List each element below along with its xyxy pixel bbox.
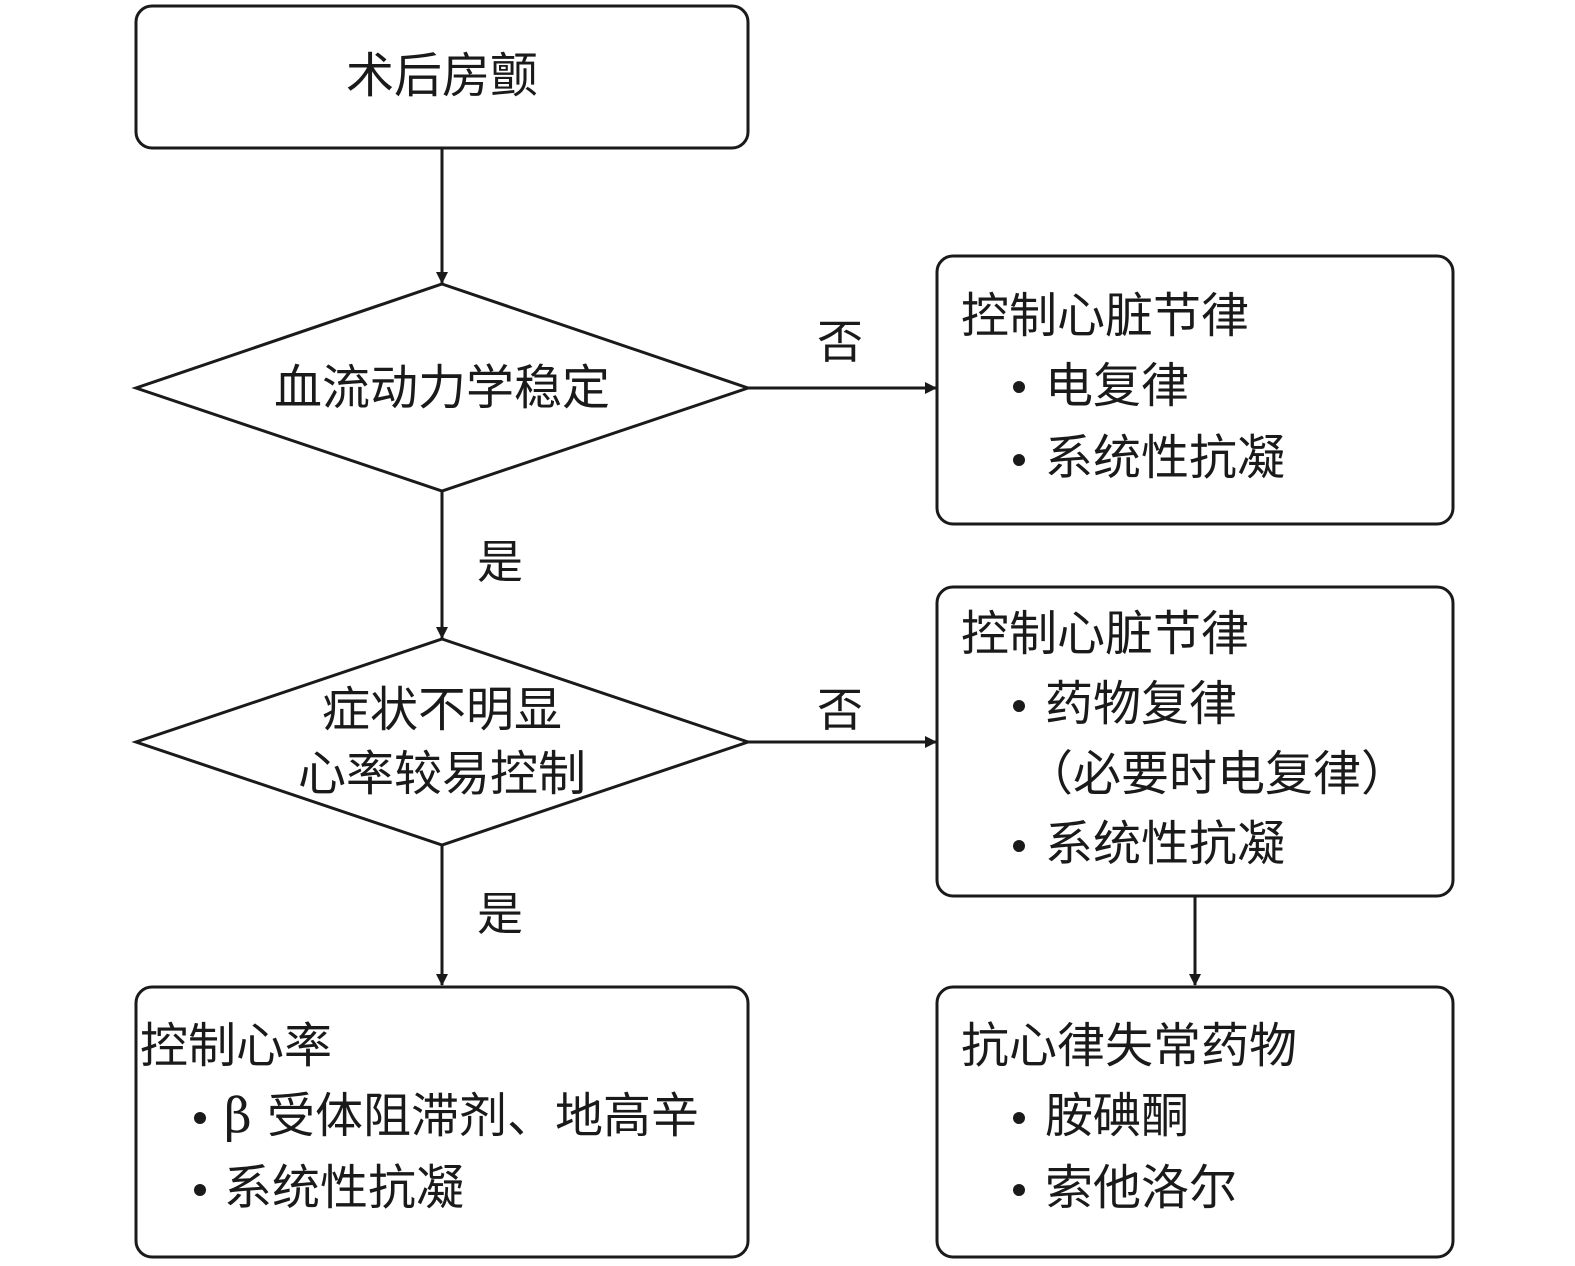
- rhythm-control-1-item-1: 电复律: [1045, 358, 1189, 414]
- rhythm-control-2-item-1: 药物复律: [1045, 676, 1237, 732]
- rhythm-control-box-2: 控制心脏节律 药物复律 （必要时电复律） 系统性抗凝: [935, 585, 1455, 898]
- start-node: 术后房颤: [134, 4, 750, 150]
- edge-yes-label-1: 是: [477, 535, 523, 589]
- antiarrhythmic-item-2: 索他洛尔: [1045, 1160, 1237, 1216]
- antiarrhythmic-item-1: 胺碘酮: [1045, 1088, 1189, 1144]
- decision-hemodynamic: 血流动力学稳定: [131, 282, 753, 493]
- bullet-dot: [194, 1112, 206, 1124]
- rhythm-control-1-item-2: 系统性抗凝: [1045, 430, 1285, 486]
- edge-no-label-1: 否: [817, 315, 863, 369]
- bullet-dot: [1013, 454, 1025, 466]
- edge-no-label-2: 否: [817, 683, 863, 737]
- antiarrhythmic-title: 抗心律失常药物: [961, 1018, 1297, 1074]
- start-node-label: 术后房颤: [346, 48, 538, 104]
- rhythm-control-2-title: 控制心脏节律: [961, 606, 1249, 662]
- rhythm-control-2-item-3: 系统性抗凝: [1045, 816, 1285, 872]
- bullet-dot: [1013, 840, 1025, 852]
- rate-control-box: 控制心率 β 受体阻滞剂、地高辛 系统性抗凝: [134, 985, 750, 1259]
- bullet-dot: [1013, 1184, 1025, 1196]
- decision-symptoms-line-1: 症状不明显: [322, 682, 562, 738]
- bullet-dot: [1013, 1112, 1025, 1124]
- antiarrhythmic-box: 抗心律失常药物 胺碘酮 索他洛尔: [935, 985, 1455, 1259]
- decision-symptoms-line-2: 心率较易控制: [298, 746, 586, 802]
- bullet-dot: [194, 1184, 206, 1196]
- rhythm-control-2-item-2: （必要时电复律）: [1025, 746, 1409, 802]
- rhythm-control-1-title: 控制心脏节律: [961, 288, 1249, 344]
- decision-symptoms: 症状不明显 心率较易控制: [131, 637, 753, 847]
- bullet-dot: [1013, 700, 1025, 712]
- edge-yes-label-2: 是: [477, 887, 523, 941]
- rate-control-item-1: β 受体阻滞剂、地高辛: [224, 1088, 699, 1144]
- bullet-dot: [1013, 381, 1025, 393]
- decision-hemodynamic-label: 血流动力学稳定: [274, 360, 610, 416]
- rate-control-item-2: 系统性抗凝: [224, 1160, 464, 1216]
- rate-control-title: 控制心率: [140, 1018, 332, 1074]
- rhythm-control-box-1: 控制心脏节律 电复律 系统性抗凝: [935, 254, 1455, 526]
